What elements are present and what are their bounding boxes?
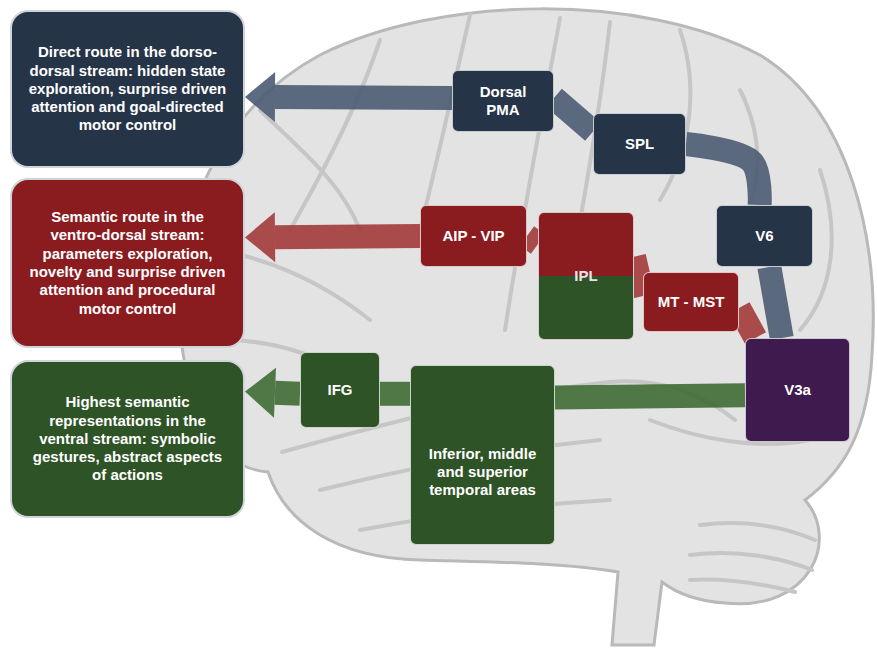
route-box: Direct route in the dorso-dorsal stream:… xyxy=(10,10,245,168)
node-label: IFG xyxy=(328,381,353,399)
region-box: MT - MST xyxy=(643,272,739,332)
node-label: V6 xyxy=(755,227,773,245)
region-box: IFG xyxy=(300,352,380,428)
brain-gyri xyxy=(220,15,832,592)
arrow-band xyxy=(555,395,745,397)
arrow-band xyxy=(275,85,452,110)
brain-outline xyxy=(179,9,873,645)
region-box: V3a xyxy=(745,338,850,442)
region-box: AIP - VIP xyxy=(420,205,527,267)
stream-arrow xyxy=(245,212,420,262)
node-label: Semantic route in the ventro-dorsal stre… xyxy=(26,208,229,318)
stream-arrow xyxy=(245,368,300,418)
arrow-band xyxy=(686,144,760,205)
region-box: Inferior, middle and superior temporal a… xyxy=(410,365,555,545)
region-box: Dorsal PMA xyxy=(452,70,554,132)
arrow-head xyxy=(245,72,275,122)
arrow-band xyxy=(739,308,756,338)
arrow-band xyxy=(554,98,593,132)
node-label: IPL xyxy=(574,267,597,285)
arrow-band xyxy=(275,236,420,237)
arrow-head xyxy=(245,368,276,418)
node-label: V3a xyxy=(784,381,811,399)
route-box: Semantic route in the ventro-dorsal stre… xyxy=(10,178,245,348)
region-box: SPL xyxy=(593,113,686,175)
arrow-band xyxy=(769,267,781,338)
stream-arrow xyxy=(555,395,745,397)
stream-arrow xyxy=(245,72,452,122)
node-label: Highest semantic representations in the … xyxy=(26,393,229,484)
stream-arrow xyxy=(739,308,756,338)
region-box: V6 xyxy=(716,205,813,267)
arrow-band xyxy=(527,236,538,244)
arrow-head xyxy=(245,212,275,262)
route-box: Highest semantic representations in the … xyxy=(10,360,245,518)
region-box: IPL xyxy=(538,212,634,340)
arrow-band xyxy=(380,382,410,406)
node-label: MT - MST xyxy=(658,293,725,311)
stream-arrow xyxy=(769,267,781,338)
stream-arrow xyxy=(380,393,410,394)
node-label: AIP - VIP xyxy=(442,227,504,245)
stream-arrow xyxy=(686,144,760,205)
node-label: Direct route in the dorso-dorsal stream:… xyxy=(26,43,229,134)
arrow-band xyxy=(634,257,643,296)
node-label: Dorsal PMA xyxy=(461,83,545,119)
arrow-band xyxy=(275,393,300,394)
node-label: Inferior, middle and superior temporal a… xyxy=(419,445,546,499)
stream-arrow xyxy=(634,257,643,296)
stream-arrow xyxy=(527,236,538,244)
node-label: SPL xyxy=(625,135,654,153)
stream-arrow xyxy=(554,98,593,132)
